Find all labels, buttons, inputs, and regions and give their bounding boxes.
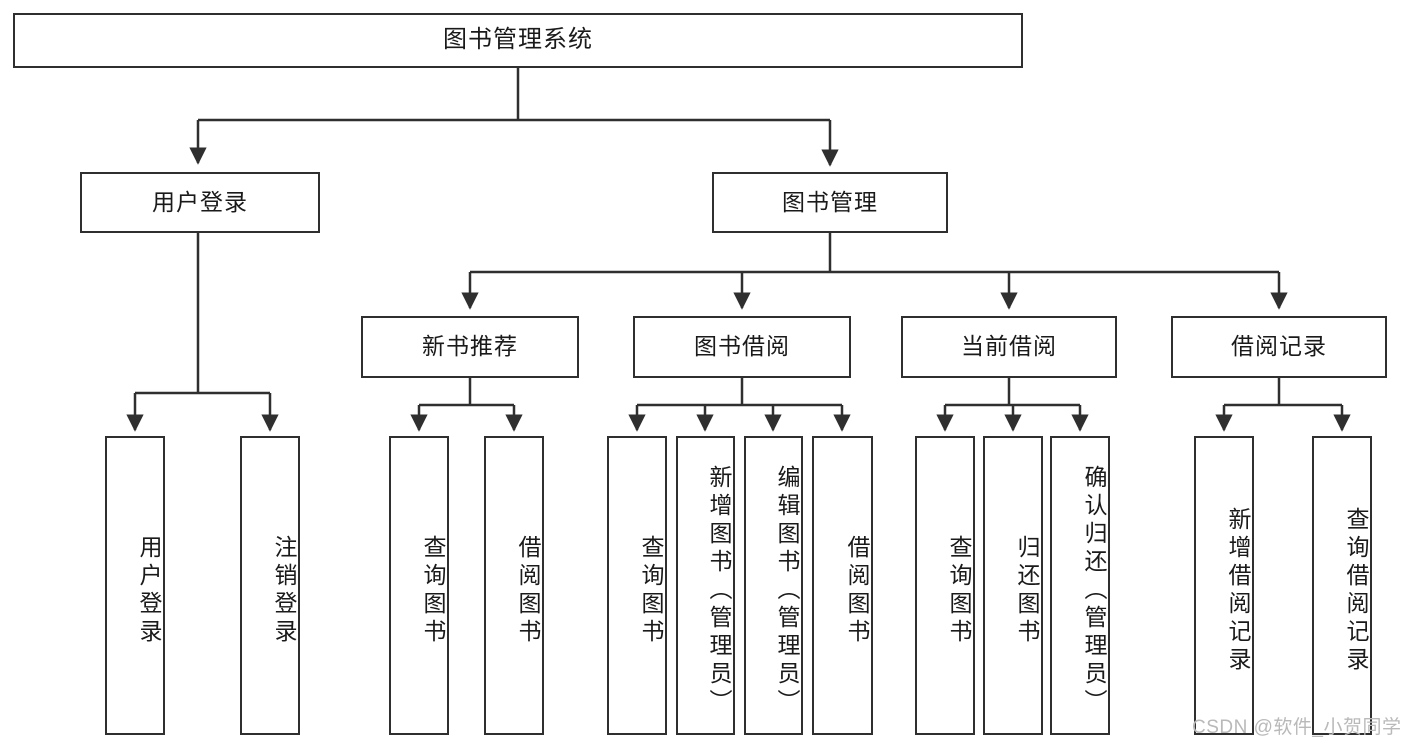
leaf-borrow-record-add[interactable]: 新增借阅记录: [1194, 436, 1254, 735]
node-current-borrowing[interactable]: 当前借阅: [901, 316, 1117, 378]
node-new-book-recommendation[interactable]: 新书推荐: [361, 316, 579, 378]
leaf-borrow-book-add-admin[interactable]: 新增图书（管理员）: [676, 436, 735, 735]
node-label: 查询图书: [638, 534, 664, 647]
leaf-borrow-record-query[interactable]: 查询借阅记录: [1312, 436, 1372, 735]
leaf-new-book-borrow[interactable]: 借阅图书: [484, 436, 544, 735]
node-label: 新书推荐: [422, 333, 518, 360]
node-label: 查询图书: [420, 534, 446, 647]
node-label: 借阅图书: [515, 534, 541, 647]
node-label: 用户登录: [136, 534, 162, 647]
leaf-current-borrow-query[interactable]: 查询图书: [915, 436, 975, 735]
leaf-borrow-book-edit-admin[interactable]: 编辑图书（管理员）: [744, 436, 803, 735]
node-label: 新增图书（管理员）: [706, 464, 732, 717]
node-label: 归还图书: [1014, 534, 1040, 647]
node-user-login[interactable]: 用户登录: [80, 172, 320, 233]
node-label: 用户登录: [152, 188, 248, 215]
leaf-user-login-signout[interactable]: 注销登录: [240, 436, 300, 735]
node-label: 查询借阅记录: [1343, 506, 1369, 675]
node-label: 注销登录: [271, 534, 297, 647]
node-label: 借阅记录: [1231, 333, 1327, 360]
leaf-user-login-signin[interactable]: 用户登录: [105, 436, 165, 735]
node-book-management[interactable]: 图书管理: [712, 172, 948, 233]
leaf-current-borrow-return[interactable]: 归还图书: [983, 436, 1043, 735]
leaf-new-book-query[interactable]: 查询图书: [389, 436, 449, 735]
node-label: 确认归还（管理员）: [1081, 464, 1107, 717]
watermark-text: CSDN @软件_小贺同学: [1192, 717, 1402, 738]
node-label: 图书借阅: [694, 333, 790, 360]
leaf-borrow-book-query[interactable]: 查询图书: [607, 436, 667, 735]
node-root-book-management-system[interactable]: 图书管理系统: [13, 13, 1023, 68]
node-label: 图书管理: [782, 188, 878, 215]
leaf-current-borrow-confirm-return-admin[interactable]: 确认归还（管理员）: [1050, 436, 1110, 735]
node-book-borrowing[interactable]: 图书借阅: [633, 316, 851, 378]
node-label: 当前借阅: [961, 333, 1057, 360]
leaf-borrow-book-borrow[interactable]: 借阅图书: [812, 436, 873, 735]
node-label: 借阅图书: [844, 534, 870, 647]
node-borrowing-record[interactable]: 借阅记录: [1171, 316, 1387, 378]
node-label: 查询图书: [946, 534, 972, 647]
node-label: 新增借阅记录: [1225, 506, 1251, 675]
node-label: 图书管理系统: [443, 26, 593, 54]
node-label: 编辑图书（管理员）: [774, 464, 800, 717]
